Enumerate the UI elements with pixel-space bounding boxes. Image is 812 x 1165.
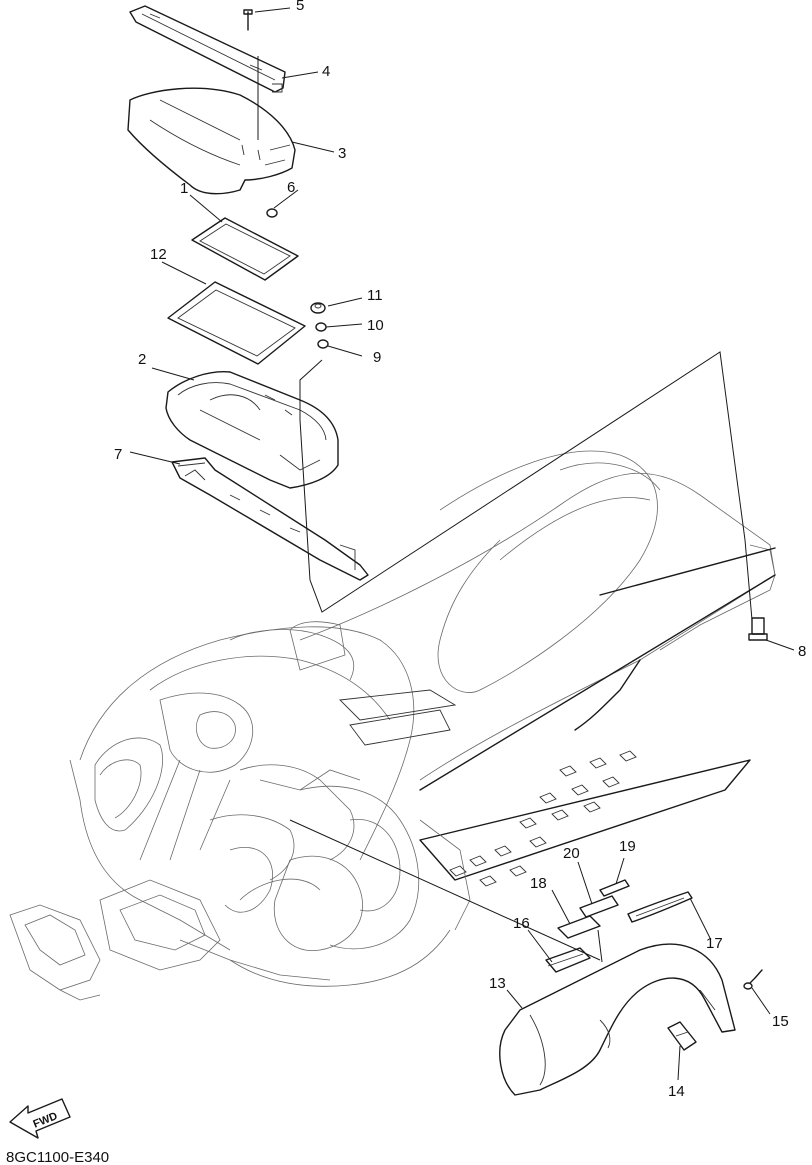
part-4-bracket bbox=[129, 5, 286, 93]
callout-labels: 5 4 3 6 1 12 11 10 9 2 7 8 20 19 18 16 1… bbox=[114, 0, 806, 1100]
callout-14: 14 bbox=[668, 1083, 685, 1100]
callout-7: 7 bbox=[114, 446, 122, 463]
running-board-cutouts bbox=[449, 750, 637, 887]
part-12-frame bbox=[167, 281, 306, 365]
part-2-airbox bbox=[165, 370, 339, 489]
part-5-bolt bbox=[243, 9, 253, 31]
part-18-plate bbox=[557, 915, 601, 939]
callout-1: 1 bbox=[180, 180, 188, 197]
callout-16: 16 bbox=[513, 915, 530, 932]
callout-8: 8 bbox=[798, 643, 806, 660]
part-14-label bbox=[667, 1021, 697, 1051]
part-16-clamp bbox=[545, 947, 591, 973]
part-15-screw bbox=[743, 969, 763, 990]
part-1-gasket bbox=[191, 217, 299, 281]
callout-10: 10 bbox=[367, 317, 384, 334]
part-10-collar bbox=[315, 322, 327, 332]
part-7-strap bbox=[171, 457, 369, 581]
part-11-grommet bbox=[310, 302, 326, 314]
callout-6: 6 bbox=[287, 179, 295, 196]
callout-13: 13 bbox=[489, 975, 506, 992]
part-17-grab-handle bbox=[627, 891, 693, 923]
part-19-strip bbox=[599, 879, 630, 897]
leader-lines bbox=[129, 7, 795, 1081]
callout-18: 18 bbox=[530, 875, 547, 892]
part-8-bolt bbox=[748, 617, 768, 641]
part-13-rear-flap bbox=[499, 943, 736, 1096]
callout-17: 17 bbox=[706, 935, 723, 952]
part-9-washer bbox=[317, 339, 329, 349]
callout-9: 9 bbox=[373, 349, 381, 366]
part-6-nut bbox=[266, 208, 278, 218]
callout-3: 3 bbox=[338, 145, 346, 162]
callout-12: 12 bbox=[150, 246, 167, 263]
callout-4: 4 bbox=[322, 63, 330, 80]
snowmobile-body bbox=[9, 450, 776, 1001]
callout-5: 5 bbox=[296, 0, 304, 14]
callout-2: 2 bbox=[138, 351, 146, 368]
fwd-arrow: FWD bbox=[9, 1098, 71, 1139]
callout-11: 11 bbox=[367, 287, 383, 304]
part-3-cover bbox=[127, 87, 296, 195]
callout-19: 19 bbox=[619, 838, 636, 855]
callout-15: 15 bbox=[772, 1013, 789, 1030]
callout-20: 20 bbox=[563, 845, 580, 862]
diagram-code: 8GC1100-E340 bbox=[6, 1149, 109, 1165]
part-20-plate bbox=[579, 895, 619, 918]
